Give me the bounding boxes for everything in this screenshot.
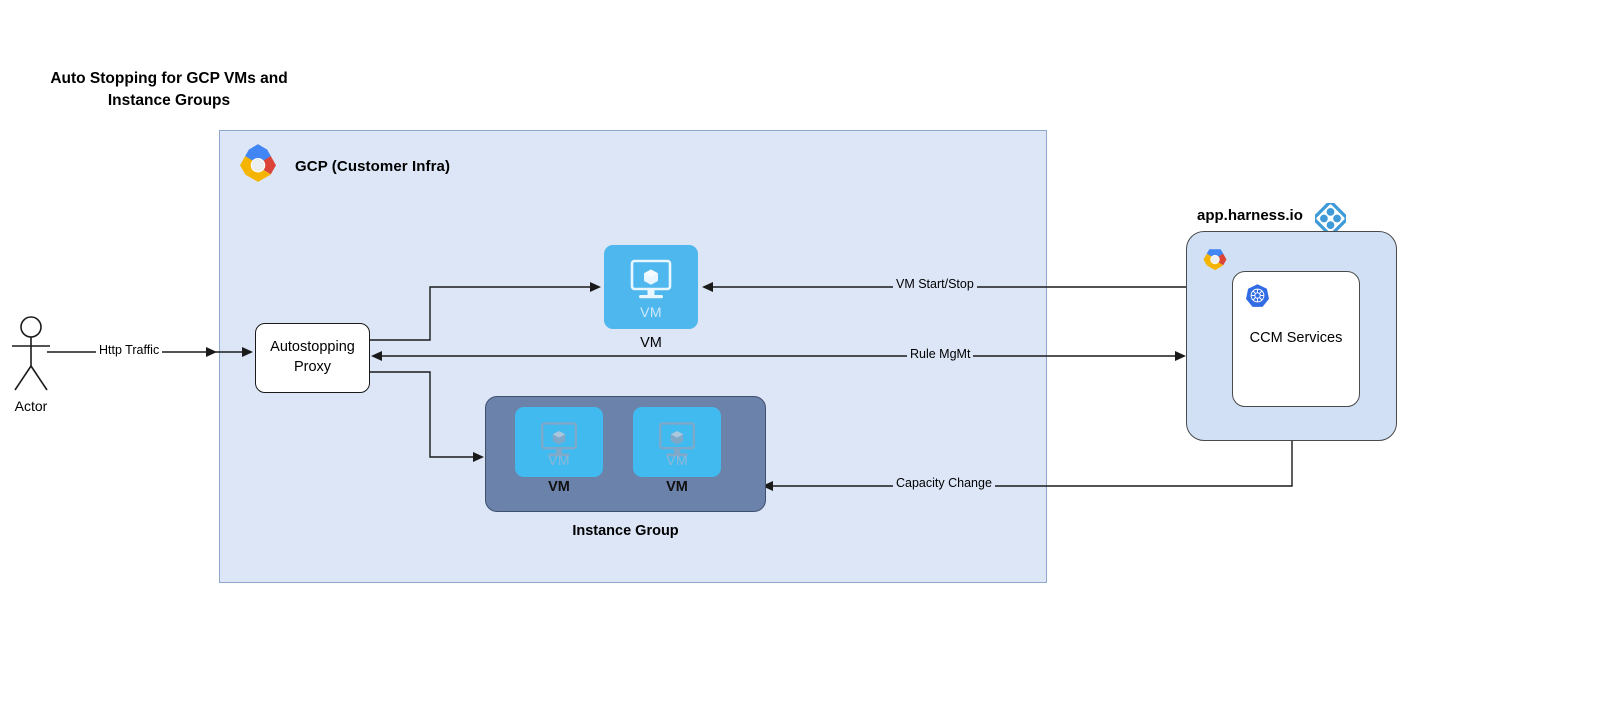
instance-group-container[interactable]: VM VM VM VM xyxy=(485,396,766,512)
instance-group-vm-0[interactable]: VM VM xyxy=(515,407,603,495)
edge-label-http-traffic: Http Traffic xyxy=(96,343,163,357)
google-cloud-logo-icon xyxy=(1199,244,1231,281)
vm-monitor-icon xyxy=(536,421,582,468)
vm-inner-label: VM xyxy=(548,452,570,468)
edge-label-vm-start-stop: VM Start/Stop xyxy=(893,277,977,291)
instance-group-caption: Instance Group xyxy=(572,523,679,539)
google-cloud-logo-icon xyxy=(233,141,283,191)
vm-node[interactable]: VM xyxy=(633,407,721,477)
vm-standalone-caption: VM xyxy=(640,335,662,351)
edge-label-capacity-change: Capacity Change xyxy=(893,476,995,490)
diagram-title: Auto Stopping for GCP VMs and Instance G… xyxy=(50,70,288,110)
actor-label: Actor xyxy=(14,398,48,414)
gcp-container-label: GCP (Customer Infra) xyxy=(295,158,451,175)
harness-panel: CCM Services xyxy=(1186,231,1397,441)
vm-monitor-icon xyxy=(654,421,700,468)
autostopping-proxy-label: Autostopping Proxy xyxy=(270,339,355,375)
harness-url-label: app.harness.io xyxy=(1197,207,1303,224)
vm-caption: VM xyxy=(548,479,570,495)
autostopping-proxy-node[interactable]: Autostopping Proxy xyxy=(255,323,370,393)
vm-monitor-icon xyxy=(625,259,677,310)
vm-inner-label: VM xyxy=(640,304,662,320)
vm-node-standalone[interactable]: VM xyxy=(604,245,698,329)
harness-diamond-logo-icon xyxy=(1313,201,1348,239)
instance-group-vm-1[interactable]: VM VM xyxy=(633,407,721,495)
vm-inner-label: VM xyxy=(666,452,688,468)
kubernetes-icon xyxy=(1245,283,1270,313)
ccm-services-label: CCM Services xyxy=(1249,330,1343,346)
edge-label-rule-mgmt: Rule MgMt xyxy=(907,347,974,361)
ccm-services-box[interactable]: CCM Services xyxy=(1232,271,1360,407)
vm-node[interactable]: VM xyxy=(515,407,603,477)
vm-caption: VM xyxy=(666,479,688,495)
actor-icon xyxy=(8,316,54,392)
